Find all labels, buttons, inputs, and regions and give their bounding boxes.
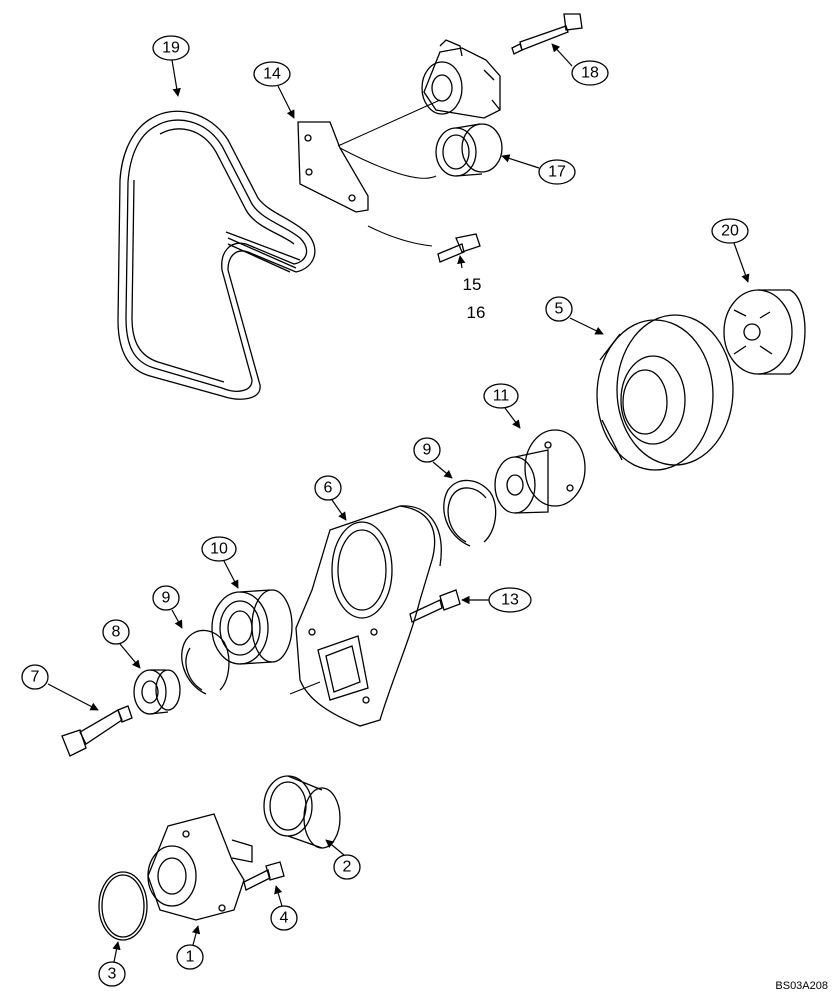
callout-bubble-14	[253, 61, 291, 87]
callout-1: 1	[186, 949, 195, 966]
callout-14: 14	[263, 66, 281, 83]
callout-17: 17	[548, 164, 566, 181]
callout-bubble-11	[483, 383, 519, 409]
callout-bubble-9-upper	[413, 437, 441, 463]
callout-15: 15	[463, 275, 482, 294]
snap-ring-lower	[181, 629, 230, 695]
callout-bubble-8	[102, 619, 130, 645]
idler-bracket-bolt	[409, 589, 461, 623]
water-pump	[147, 813, 253, 921]
tensioner-bolt	[511, 13, 583, 55]
callout-bubble-18	[571, 60, 609, 86]
callout-3: 3	[108, 966, 117, 983]
callout-9-upper: 9	[423, 442, 432, 459]
callout-bubble-17	[538, 159, 576, 185]
callout-7: 7	[31, 669, 40, 686]
idler-bracket	[289, 505, 442, 727]
tensioner-pulley	[435, 123, 503, 177]
callout-20: 20	[721, 223, 739, 240]
callout-4: 4	[280, 910, 289, 927]
callout-2: 2	[343, 859, 352, 876]
water-pump-o-ring	[98, 871, 148, 941]
drive-belt	[117, 110, 316, 400]
callout-8: 8	[112, 624, 121, 641]
callout-6: 6	[324, 480, 333, 497]
tensioner-mounting-bolt	[437, 233, 481, 263]
figure-reference-code: BS03A208	[775, 980, 828, 992]
idler-bolt	[61, 705, 133, 757]
callout-bubble-3	[98, 961, 126, 987]
callout-bubble-6	[314, 475, 342, 501]
callout-bubble-4	[270, 905, 298, 931]
idler-spacer	[133, 669, 181, 715]
idler-bearing	[211, 589, 293, 665]
callout-16: 16	[467, 303, 486, 322]
crankshaft-pulley	[596, 314, 734, 471]
callout-bubble-20	[711, 218, 749, 244]
callout-5: 5	[555, 301, 564, 318]
callout-9-lower: 9	[162, 590, 171, 607]
callout-bubble-9-lower	[152, 585, 180, 611]
callout-bubble-7	[21, 664, 49, 690]
callout-13: 13	[501, 592, 519, 609]
pulley-sleeve	[263, 775, 341, 849]
callout-bubble-2	[333, 854, 361, 880]
callout-bubble-19	[152, 35, 190, 61]
callout-10: 10	[210, 541, 228, 558]
belt-tensioner-assembly	[421, 39, 501, 119]
callout-bubble-1	[176, 944, 204, 970]
water-pump-bolt	[243, 861, 285, 891]
callout-bubble-10	[201, 536, 237, 562]
tensioner-bracket	[297, 99, 441, 247]
snap-ring-upper	[443, 479, 497, 547]
leader-arrows	[47, 43, 750, 963]
pulley-hub	[494, 429, 586, 514]
callout-bubble-5	[545, 296, 573, 322]
leader-15-16	[457, 255, 466, 269]
callout-18: 18	[581, 65, 599, 82]
callout-11: 11	[493, 388, 510, 405]
vibration-damper	[723, 289, 806, 375]
callout-19: 19	[162, 40, 180, 57]
